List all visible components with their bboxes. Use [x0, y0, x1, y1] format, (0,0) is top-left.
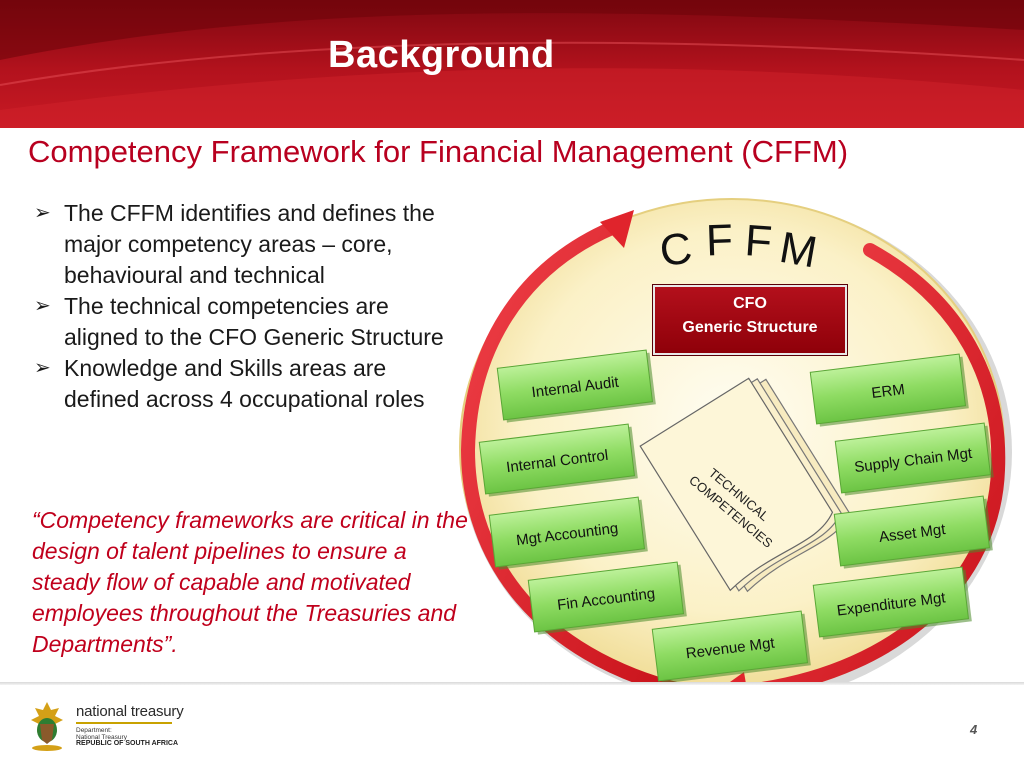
bullet-item: ➢ The CFFM identifies and defines the ma…: [34, 198, 454, 291]
competency-box-internal-control: Internal Control: [478, 423, 638, 497]
technical-competencies-stack: [639, 377, 851, 593]
page-number: 4: [970, 722, 978, 737]
cffm-diagram: C F F M CFO Generic Structure TECHNICAL …: [459, 198, 1012, 700]
slide-title: Background: [328, 34, 555, 76]
arrow-bullet-icon: ➢: [34, 357, 51, 379]
cffm-letter: M: [776, 223, 821, 278]
cffm-letter: F: [743, 216, 773, 267]
cfo-structure-box: CFO Generic Structure: [652, 284, 848, 356]
cfo-box-line2: Generic Structure: [682, 319, 817, 336]
competency-box-erm: ERM: [809, 353, 969, 427]
competency-box-fin-accounting: Fin Accounting: [527, 561, 687, 635]
cffm-letter: F: [705, 216, 734, 266]
slide-subtitle: Competency Framework for Financial Manag…: [28, 134, 849, 169]
department-line2: National Treasury: [76, 734, 127, 741]
bullet-text: The CFFM identifies and defines the majo…: [64, 200, 435, 288]
competency-box-asset-mgt: Asset Mgt: [833, 495, 993, 569]
logo-underline: [76, 722, 172, 724]
bullet-text: The technical competencies are aligned t…: [64, 293, 444, 350]
logo-name: national treasury: [76, 703, 184, 720]
header-band: [0, 0, 1024, 128]
bullet-item: ➢ Knowledge and Skills areas are defined…: [34, 353, 454, 415]
cfo-box-line1: CFO: [733, 295, 767, 312]
bullet-item: ➢ The technical competencies are aligned…: [34, 291, 454, 353]
cycle-arrow-right: [748, 243, 1006, 697]
competency-label: ERM: [871, 381, 906, 402]
bullet-text: Knowledge and Skills areas are defined a…: [64, 355, 425, 412]
coat-of-arms-icon: [31, 702, 63, 751]
competency-box-internal-audit: Internal Audit: [496, 349, 656, 423]
cycle-arrow-left: [460, 221, 687, 697]
competency-box-revenue-mgt: Revenue Mgt: [651, 610, 811, 684]
footer: [0, 685, 1024, 768]
competency-box-expenditure-mgt: Expenditure Mgt: [812, 566, 972, 640]
competency-box-mgt-accounting: Mgt Accounting: [488, 496, 648, 570]
competency-box-supply-chain-mgt: Supply Chain Mgt: [834, 422, 994, 496]
bullet-list: ➢ The CFFM identifies and defines the ma…: [34, 198, 454, 415]
arrow-bullet-icon: ➢: [34, 202, 51, 224]
quote-text: “Competency frameworks are critical in t…: [32, 507, 468, 657]
footer-divider: [0, 682, 1024, 685]
logo-country: REPUBLIC OF SOUTH AFRICA: [76, 740, 179, 747]
cffm-letter: C: [657, 223, 695, 276]
department-line1: Department:: [76, 727, 112, 734]
arrow-bullet-icon: ➢: [34, 295, 51, 317]
logo-department: Department: National Treasury: [76, 727, 127, 741]
